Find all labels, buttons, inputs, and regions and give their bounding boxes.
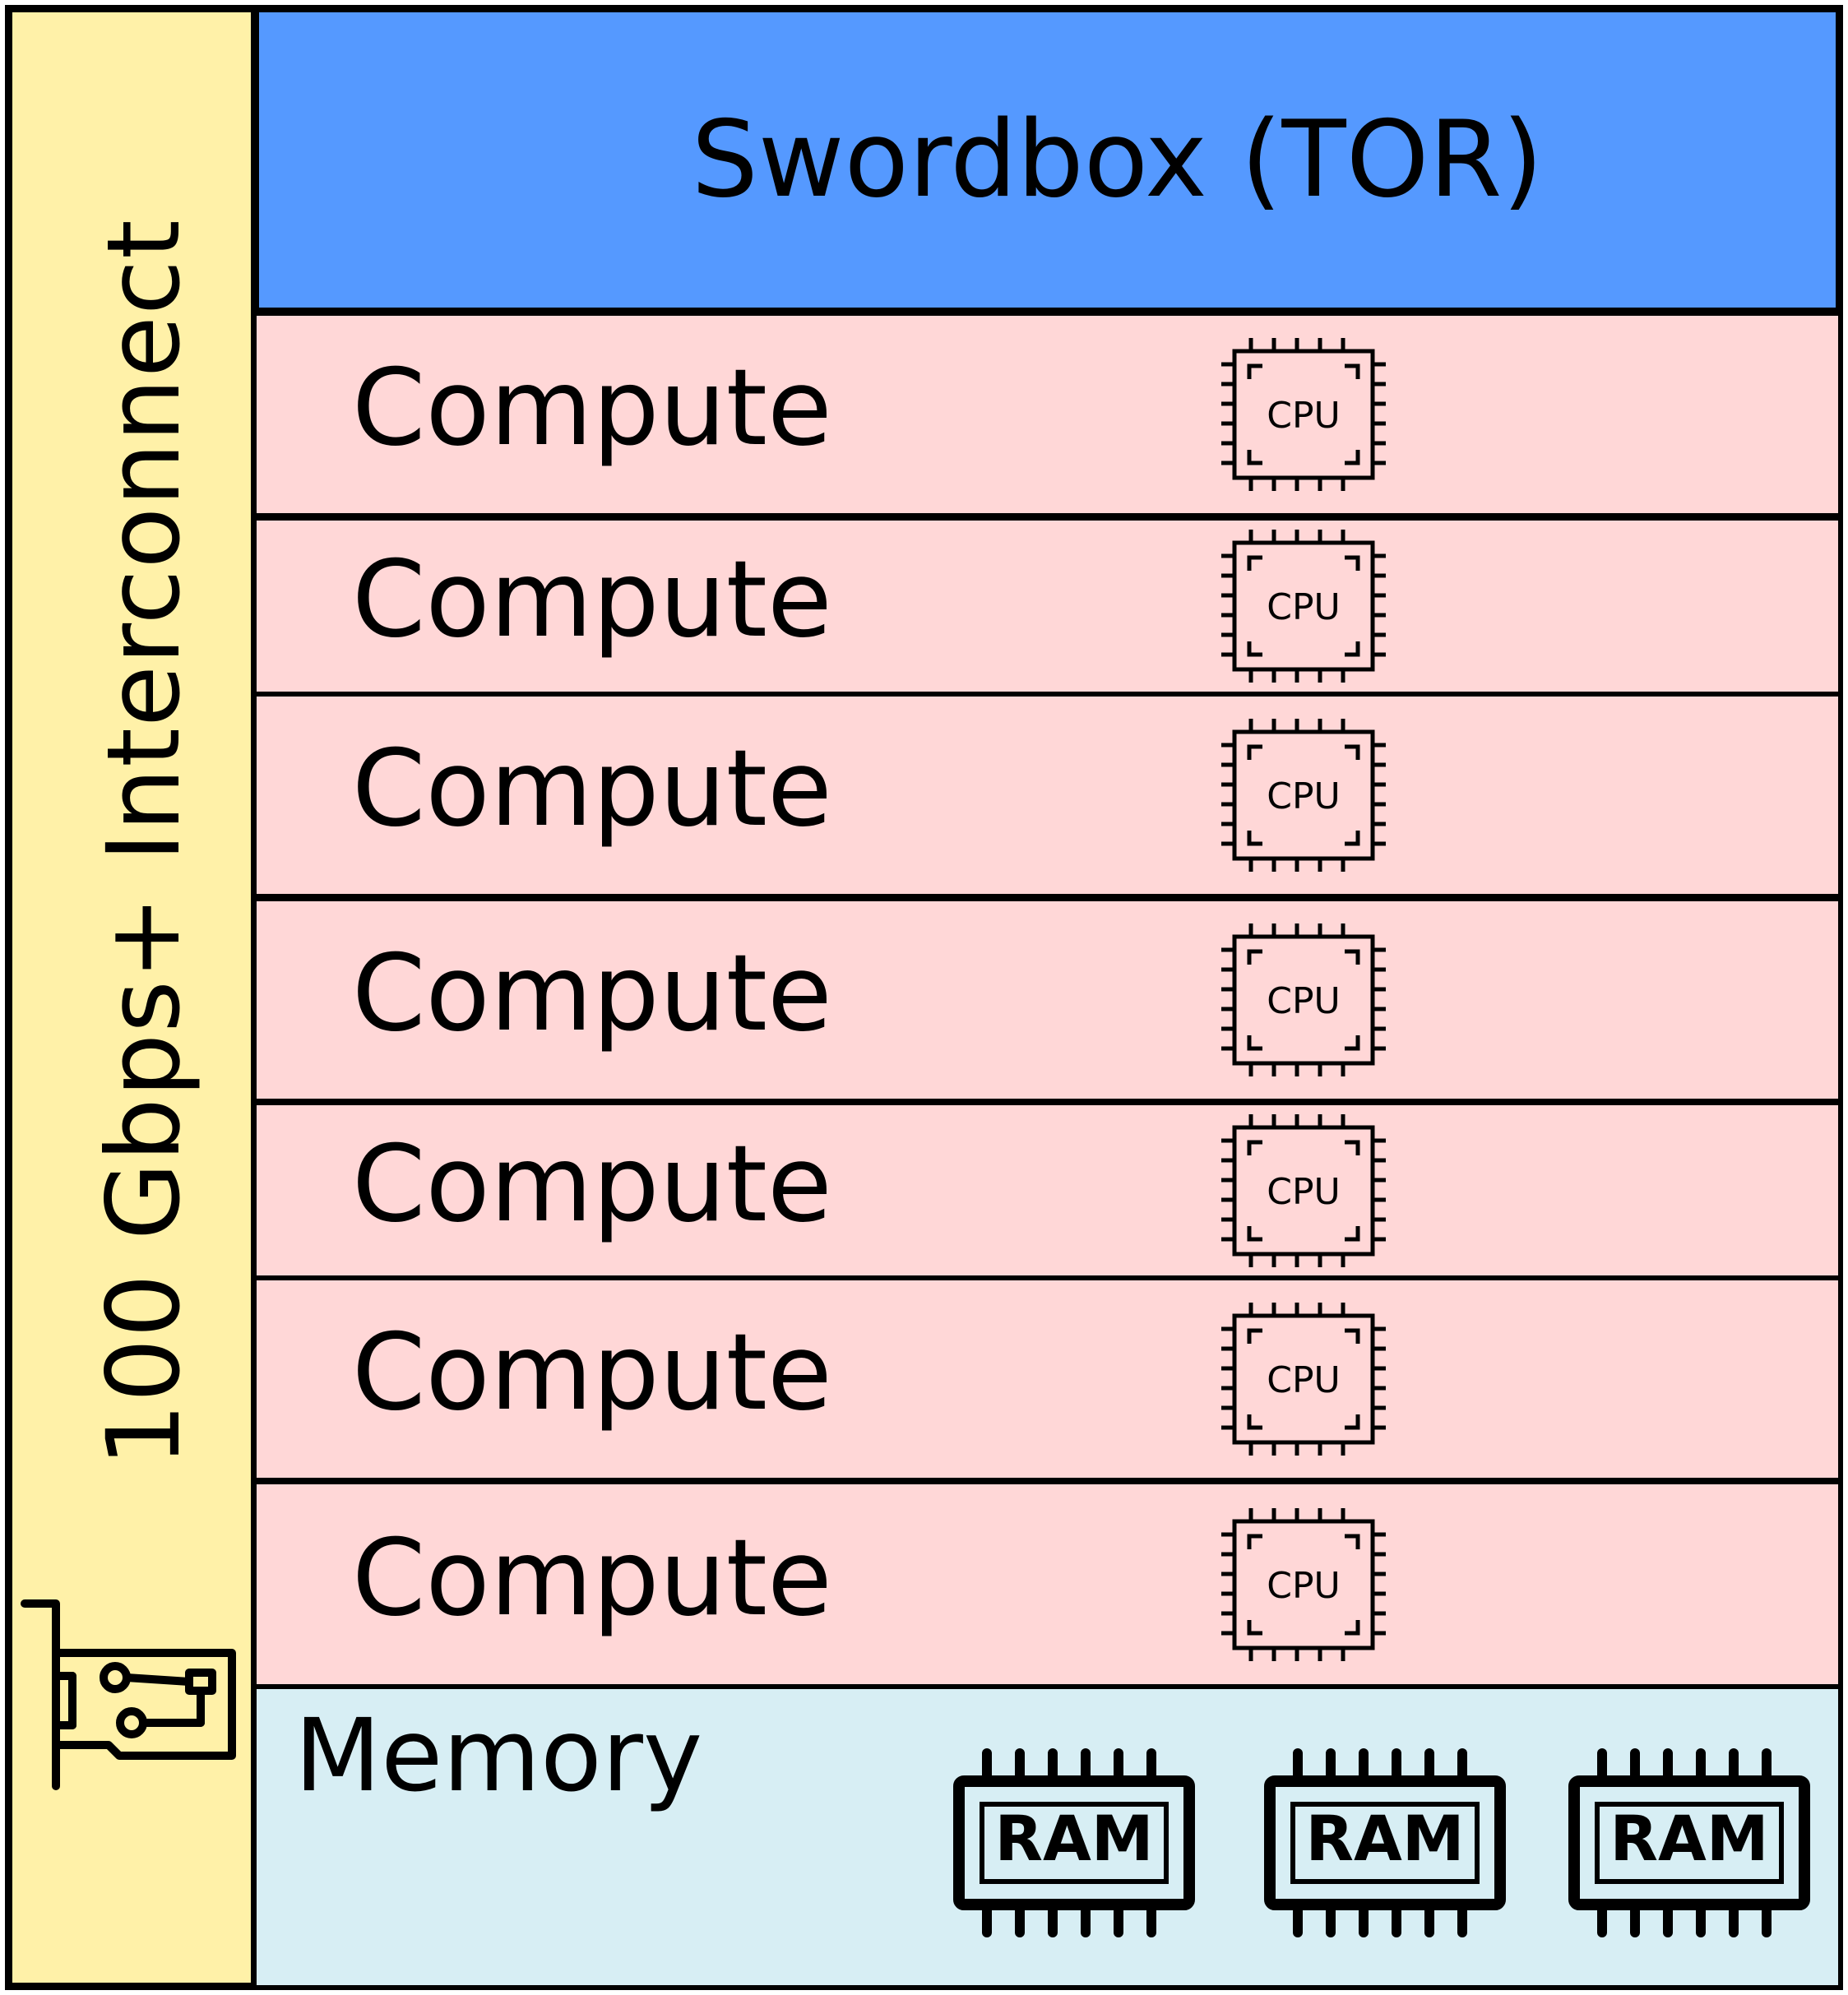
compute-label: Compute [352,728,832,851]
compute-label: Compute [352,933,832,1056]
cpu-chip-label: CPU [1267,395,1340,437]
compute-label: Compute [352,347,832,470]
cpu-icon: CPU [1221,530,1386,683]
compute-label: Compute [352,539,832,662]
cpu-chip-label: CPU [1267,980,1340,1022]
interconnect-panel: 100 Gbps+ Interconnect [5,5,258,1990]
ram-icon: RAM [1568,1748,1810,1937]
cpu-icon: CPU [1221,1507,1386,1661]
compute-row: Compute CPU [252,896,1843,1104]
ram-module-label: RAM [1610,1802,1769,1875]
compute-label: Compute [352,1312,832,1435]
compute-label: Compute [352,1516,832,1640]
cpu-icon: CPU [1221,1114,1386,1267]
compute-row: Compute CPU [252,516,1843,697]
cpu-chip-label: CPU [1267,775,1340,817]
cpu-icon: CPU [1221,719,1386,872]
cpu-chip-label: CPU [1267,586,1340,628]
cpu-chip-label: CPU [1267,1565,1340,1607]
ram-icon: RAM [1264,1748,1506,1937]
cpu-chip-label: CPU [1267,1359,1340,1401]
interconnect-label: 100 Gbps+ Interconnect [86,219,202,1467]
cpu-icon: CPU [1221,338,1386,491]
cpu-chip-label: CPU [1267,1171,1340,1213]
compute-row: Compute CPU [252,1479,1843,1689]
swordbox-title: Swordbox (TOR) [691,99,1544,221]
compute-row: Compute CPU [252,311,1843,518]
network-card-icon [21,1599,236,1790]
ram-module-label: RAM [995,1802,1154,1875]
compute-row: Compute CPU [252,1100,1843,1281]
cpu-icon: CPU [1221,1303,1386,1456]
swordbox-tor: Swordbox (TOR) [252,5,1843,315]
memory-row: Memory RAM RAM RAM [252,1684,1843,1990]
memory-label: Memory [294,1697,703,1814]
compute-label: Compute [352,1123,832,1247]
compute-row: Compute CPU [252,1275,1843,1483]
ram-module-label: RAM [1306,1802,1465,1875]
cpu-icon: CPU [1221,923,1386,1076]
ram-icon: RAM [953,1748,1195,1937]
compute-row: Compute CPU [252,692,1843,899]
